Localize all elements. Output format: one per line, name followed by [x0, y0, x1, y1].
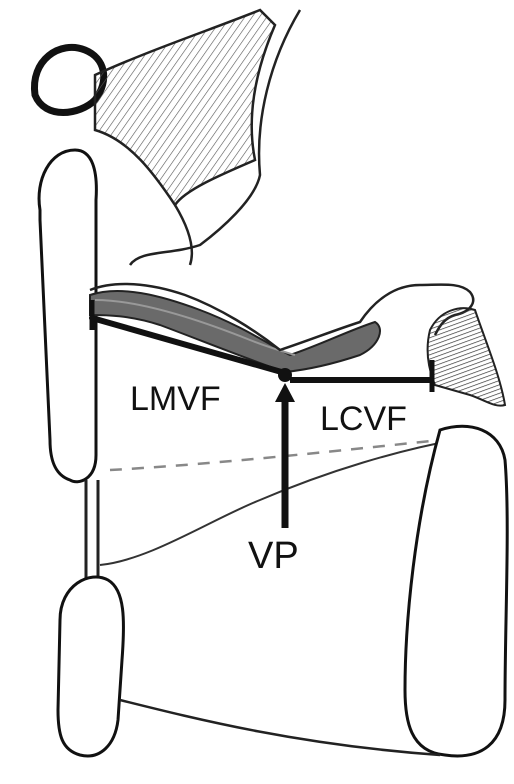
arytenoid-hatched: [428, 308, 505, 405]
lower-right-shape: [120, 426, 507, 756]
label-lmvf: LMVF: [130, 380, 221, 418]
label-vp: VP: [248, 535, 299, 577]
upper-fold: [95, 10, 275, 265]
left-connector: [86, 480, 98, 580]
epiglottis-tip: [34, 47, 103, 112]
vocal-process-dot: [278, 368, 292, 382]
left-tube-upper: [39, 150, 96, 482]
label-lcvf: LCVF: [320, 400, 407, 438]
lower-left-oval: [58, 577, 124, 756]
